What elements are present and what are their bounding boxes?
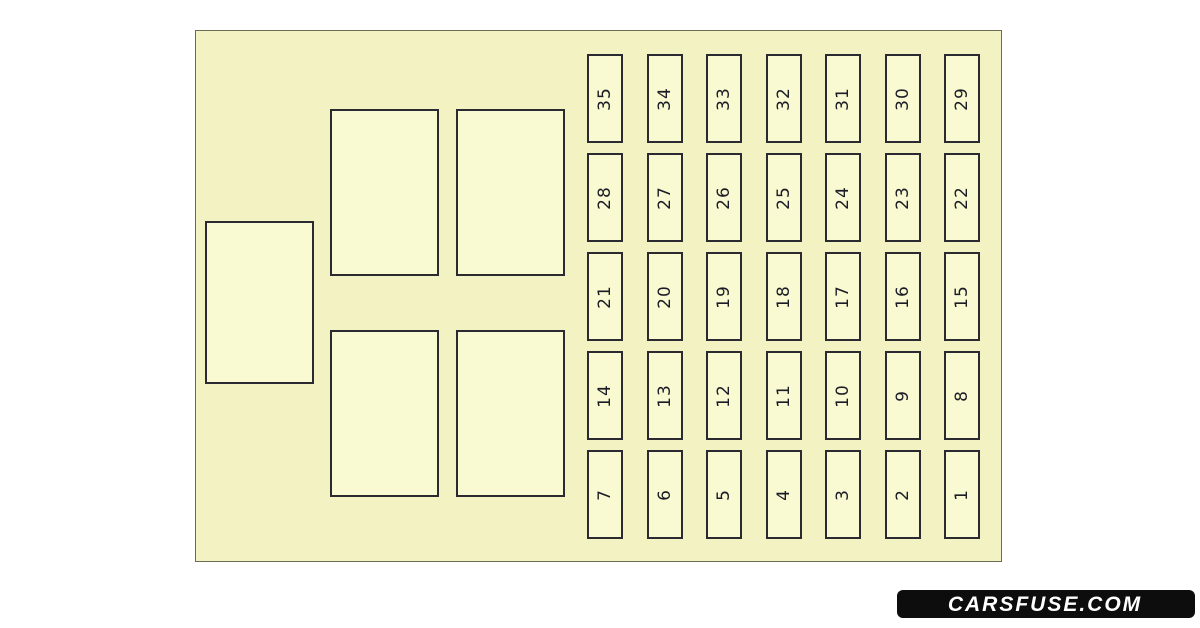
fuse-number: 21 — [594, 284, 615, 309]
fuse-number: 12 — [713, 383, 734, 408]
fuse-number: 32 — [773, 86, 794, 111]
fuse-26: 26 — [706, 153, 742, 242]
carsfuse-watermark: CARSFUSE.COM — [897, 590, 1195, 618]
fuse-22: 22 — [944, 153, 980, 242]
fuse-7: 7 — [587, 450, 623, 539]
fuse-30: 30 — [884, 54, 921, 143]
fuse-number: 18 — [773, 284, 794, 309]
fuse-number: 28 — [594, 185, 615, 210]
fuse-number: 6 — [654, 488, 675, 501]
fuse-28: 28 — [587, 153, 623, 242]
fuse-number: 7 — [594, 488, 615, 501]
fuse-16: 16 — [884, 252, 921, 341]
fuse-number: 29 — [951, 86, 972, 111]
fuse-number: 35 — [594, 86, 615, 111]
fuse-number: 25 — [773, 185, 794, 210]
fuse-number: 14 — [594, 383, 615, 408]
fuse-number: 19 — [713, 284, 734, 309]
fuse-number: 23 — [892, 185, 913, 210]
fuse-number: 8 — [951, 389, 972, 402]
fuse-13: 13 — [646, 351, 683, 440]
fuse-number: 2 — [892, 488, 913, 501]
fuse-number: 34 — [654, 86, 675, 111]
fuse-11: 11 — [765, 351, 802, 440]
fuse-14: 14 — [587, 351, 623, 440]
fuse-number: 4 — [773, 488, 794, 501]
fuse-3: 3 — [825, 450, 861, 539]
fuse-27: 27 — [646, 153, 683, 242]
connector-box — [205, 221, 314, 384]
fuse-number: 24 — [832, 185, 853, 210]
fuse-24: 24 — [825, 153, 861, 242]
fuse-12: 12 — [706, 351, 742, 440]
fuse-number: 16 — [892, 284, 913, 309]
fuse-31: 31 — [825, 54, 861, 143]
carsfuse-watermark-text: CARSFUSE.COM — [947, 592, 1143, 616]
fuse-32: 32 — [765, 54, 802, 143]
fuse-8: 8 — [944, 351, 980, 440]
relay-box-3 — [330, 330, 439, 497]
fuse-number: 5 — [713, 488, 734, 501]
relay-box-2 — [456, 109, 565, 276]
fuse-10: 10 — [825, 351, 861, 440]
fuse-2: 2 — [884, 450, 921, 539]
fuse-19: 19 — [706, 252, 742, 341]
fuse-number: 1 — [951, 488, 972, 501]
fuse-1: 1 — [944, 450, 980, 539]
fuse-29: 29 — [944, 54, 980, 143]
fuse-35: 35 — [587, 54, 623, 143]
fuse-4: 4 — [765, 450, 802, 539]
fuse-6: 6 — [646, 450, 683, 539]
fuse-number: 10 — [832, 383, 853, 408]
fuse-21: 21 — [587, 252, 623, 341]
fuse-number: 13 — [654, 383, 675, 408]
fuse-number: 11 — [773, 383, 794, 408]
fuse-9: 9 — [884, 351, 921, 440]
fuse-number: 30 — [892, 86, 913, 111]
fuse-15: 15 — [944, 252, 980, 341]
fuse-5: 5 — [706, 450, 742, 539]
fuse-17: 17 — [825, 252, 861, 341]
fuse-number: 26 — [713, 185, 734, 210]
fuse-number: 22 — [951, 185, 972, 210]
fuse-number: 20 — [654, 284, 675, 309]
fuse-number: 33 — [713, 86, 734, 111]
fuse-33: 33 — [706, 54, 742, 143]
relay-box-1 — [330, 109, 439, 276]
fuse-number: 3 — [832, 488, 853, 501]
fuse-number: 31 — [832, 86, 853, 111]
fuse-number: 27 — [654, 185, 675, 210]
fuse-18: 18 — [765, 252, 802, 341]
fuse-34: 34 — [646, 54, 683, 143]
fuse-20: 20 — [646, 252, 683, 341]
fuse-23: 23 — [884, 153, 921, 242]
fuse-25: 25 — [765, 153, 802, 242]
fuse-number: 15 — [951, 284, 972, 309]
fuse-number: 9 — [892, 389, 913, 402]
relay-box-4 — [456, 330, 565, 497]
fuse-number: 17 — [832, 284, 853, 309]
